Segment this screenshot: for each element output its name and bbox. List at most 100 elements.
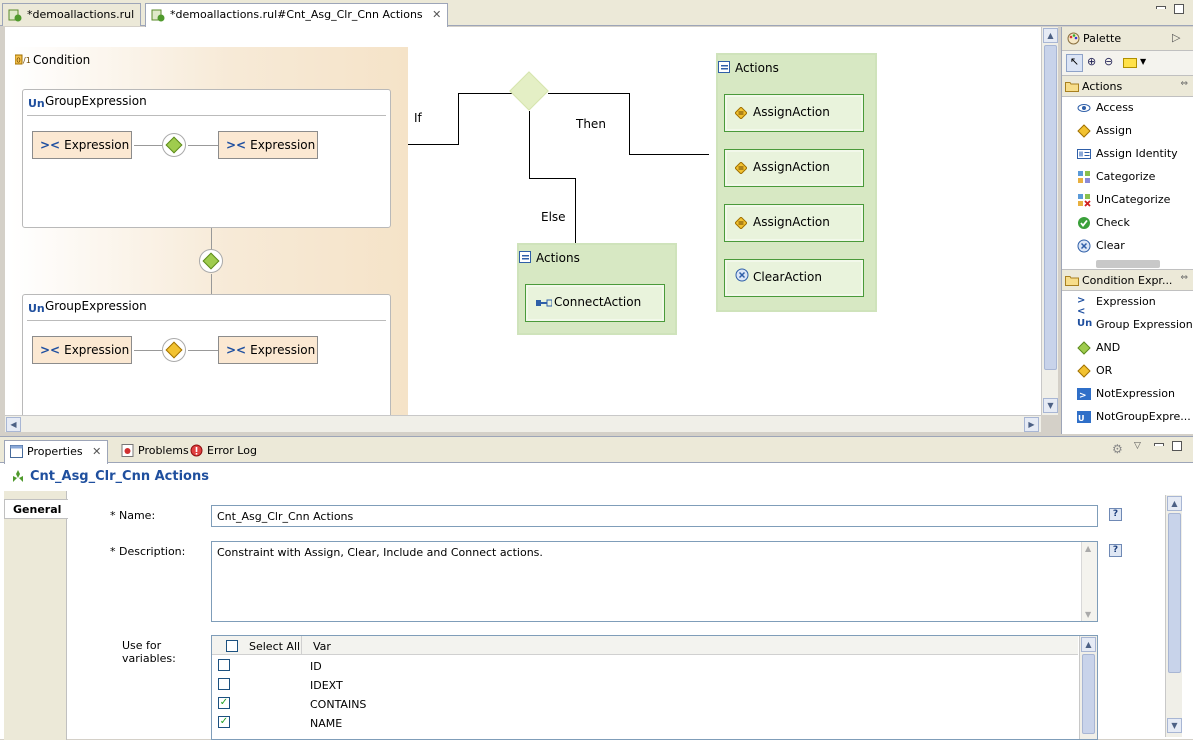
close-tab-icon[interactable]: ✕ [432,8,442,21]
palette-toolbar: ↖ ⊕ ⊖ ▼ [1062,51,1193,75]
table-row[interactable]: ✓ CONTAINS [212,694,1078,713]
pin-view-icon[interactable]: ⚙ [1112,442,1123,456]
expression-label: Expression [250,343,316,357]
assign-action-node[interactable]: AssignAction [724,149,864,187]
close-tab-icon[interactable]: ✕ [92,445,102,458]
item-label: Expression [1096,295,1156,308]
description-scrollbar[interactable]: ▲ ▼ [1081,542,1097,621]
editor-tab-actions[interactable]: *demoallactions.rul#Cnt_Asg_Clr_Cnn Acti… [145,3,449,27]
zoom-in-icon[interactable]: ⊕ [1087,55,1097,68]
palette-item-assign[interactable]: Assign [1062,120,1193,142]
scroll-up-icon[interactable]: ▲ [1167,496,1182,511]
palette-scroll-handle[interactable] [1096,260,1160,268]
decision-node[interactable] [509,71,549,111]
view-menu-icon[interactable]: ▽ [1134,441,1141,451]
palette-item-uncategorize[interactable]: UnCategorize [1062,189,1193,211]
maximize-icon[interactable] [1174,4,1184,14]
table-row[interactable]: ID [212,656,1078,675]
description-field[interactable]: Constraint with Assign, Clear, Include a… [211,541,1098,622]
pin-icon[interactable]: ⇔ [1180,79,1188,89]
clear-action-node[interactable]: ClearAction [724,259,864,297]
then-actions-container[interactable]: Actions AssignAction AssignAction Assign… [716,53,877,312]
and-icon [1077,341,1091,355]
scroll-down-icon[interactable]: ▼ [1085,610,1092,619]
expression-node[interactable]: ><Expression [32,131,132,159]
scroll-thumb[interactable] [1168,513,1181,673]
expression-node[interactable]: ><Expression [218,336,318,364]
palette-item-assign-identity[interactable]: Assign Identity [1062,143,1193,165]
palette-item-check[interactable]: Check [1062,212,1193,234]
and-operator[interactable] [162,133,186,157]
if-line [458,93,512,94]
else-line [529,111,530,178]
palette-item-not-expression[interactable]: >NotExpression [1062,383,1193,405]
scroll-up-icon[interactable]: ▲ [1043,28,1058,43]
help-icon[interactable]: ? [1109,508,1122,521]
pin-icon[interactable]: ⇔ [1180,273,1188,283]
condition-container[interactable]: 0/1 Condition Un GroupExpression ><Expre… [11,47,408,415]
uncategorize-icon [1078,194,1091,207]
expression-node[interactable]: ><Expression [32,336,132,364]
tab-properties[interactable]: Properties ✕ [4,440,109,464]
expression-icon: >< [226,343,247,357]
canvas-vertical-scrollbar[interactable]: ▲ ▼ [1041,27,1058,415]
assign-action-node[interactable]: AssignAction [724,204,864,242]
connect-action-node[interactable]: ConnectAction [525,284,665,322]
palette-item-categorize[interactable]: Categorize [1062,166,1193,188]
row-checkbox[interactable]: ✓ [218,697,230,709]
assign-action-node[interactable]: AssignAction [724,94,864,132]
scroll-left-icon[interactable]: ◀ [6,417,21,432]
scroll-down-icon[interactable]: ▼ [1167,718,1182,733]
group-expression-2[interactable]: Un GroupExpression ><Expression ><Expres… [22,294,391,415]
row-checkbox[interactable] [218,659,230,671]
svg-text:/1: /1 [23,56,31,65]
and-operator[interactable] [199,249,223,273]
maximize-icon[interactable] [1172,441,1182,451]
row-checkbox[interactable] [218,678,230,690]
scroll-right-icon[interactable]: ▶ [1024,417,1039,432]
palette-icon [1067,32,1080,45]
group-expression-1[interactable]: Un GroupExpression ><Expression ><Expres… [22,89,391,228]
palette-section-actions[interactable]: Actions ⇔ [1062,75,1193,97]
scroll-thumb[interactable] [1044,45,1057,370]
zoom-out-icon[interactable]: ⊖ [1104,55,1114,68]
minimize-icon[interactable] [1154,443,1164,446]
palette-section-condition[interactable]: Condition Expr... ⇔ [1062,269,1193,291]
note-icon[interactable] [1123,58,1137,68]
palette-item-or[interactable]: OR [1062,360,1193,382]
table-row[interactable]: ✓ NAME [212,713,1078,732]
else-actions-container[interactable]: Actions ConnectAction [517,243,677,335]
collapse-palette-icon[interactable]: ▷ [1172,31,1181,44]
tab-problems[interactable]: Problems [116,440,195,462]
row-checkbox[interactable]: ✓ [218,716,230,728]
canvas-horizontal-scrollbar[interactable]: ◀ ▶ [5,415,1041,432]
tab-error-log[interactable]: Error Log [185,440,263,462]
palette-item-access[interactable]: Access [1062,97,1193,119]
side-tab-general[interactable]: General [4,499,68,519]
variables-table[interactable]: Select All Var ID IDEXT ✓ CONTAINS ✓ NAM… [211,635,1098,740]
item-label: Clear [1096,239,1125,252]
dropdown-icon[interactable]: ▼ [1140,57,1147,66]
help-icon[interactable]: ? [1109,544,1122,557]
palette-item-and[interactable]: AND [1062,337,1193,359]
palette-item-clear[interactable]: Clear [1062,235,1193,257]
scroll-down-icon[interactable]: ▼ [1043,398,1058,413]
scroll-thumb[interactable] [1082,654,1095,734]
properties-vertical-scrollbar[interactable]: ▲ ▼ [1165,495,1182,737]
editor-tab-rul[interactable]: *demoallactions.rul [2,3,142,26]
expression-node[interactable]: ><Expression [218,131,318,159]
select-all-checkbox[interactable] [226,640,238,652]
scroll-up-icon[interactable]: ▲ [1081,637,1096,652]
or-operator[interactable] [162,338,186,362]
scroll-up-icon[interactable]: ▲ [1085,544,1092,553]
diagram-canvas[interactable]: 0/1 Condition Un GroupExpression ><Expre… [5,27,1041,415]
palette-item-expression[interactable]: ><Expression [1062,291,1193,317]
select-tool-icon[interactable]: ↖ [1066,54,1083,72]
table-scrollbar[interactable]: ▲ [1079,636,1097,739]
column-divider [301,636,302,655]
name-field[interactable]: Cnt_Asg_Clr_Cnn Actions [211,505,1098,527]
minimize-icon[interactable] [1156,6,1166,9]
table-row[interactable]: IDEXT [212,675,1078,694]
